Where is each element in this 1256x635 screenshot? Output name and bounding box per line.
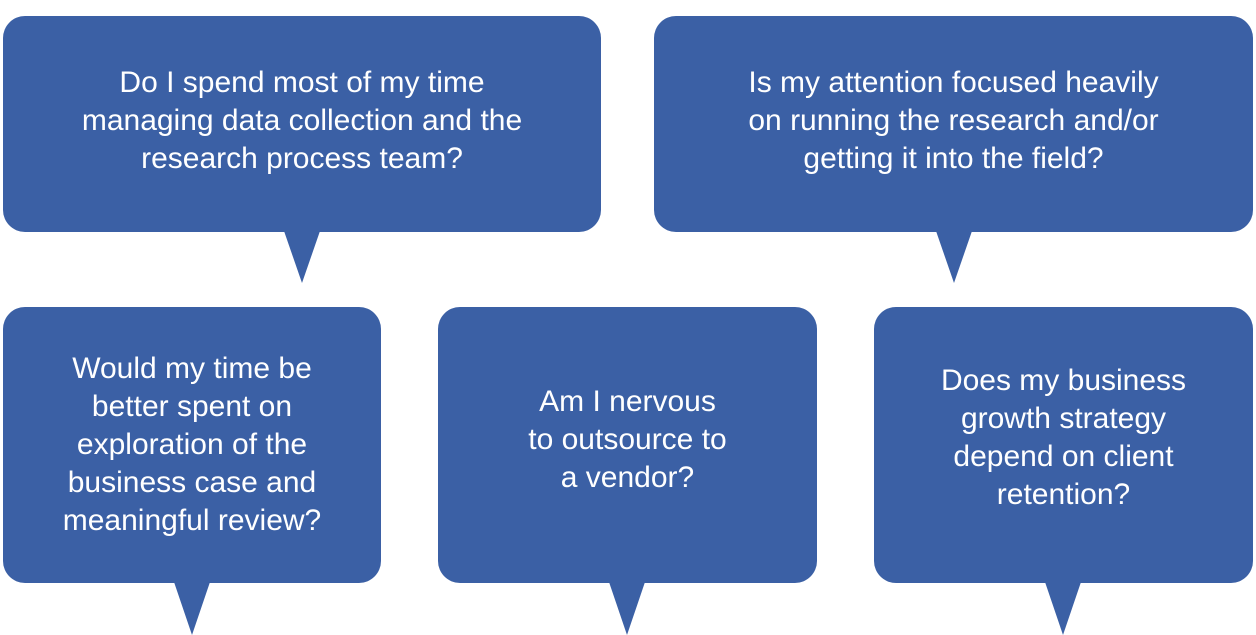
speech-bubble-tail xyxy=(174,582,210,635)
speech-bubble-tail xyxy=(1045,582,1081,635)
speech-bubble-tail xyxy=(936,231,972,283)
speech-bubble-data-collection: Do I spend most of my time managing data… xyxy=(3,16,601,232)
bubble-text: Does my business growth strategy depend … xyxy=(940,364,1187,511)
bubble-text: Would my time be better spent on explora… xyxy=(62,352,322,537)
bubble-text: Is my attention focused heavily on runni… xyxy=(748,66,1159,175)
speech-bubble-outsource-nervous: Am I nervous to outsource to a vendor? xyxy=(438,307,817,583)
speech-bubble-time-better-spent: Would my time be better spent on explora… xyxy=(3,307,381,583)
bubble-text: Do I spend most of my time managing data… xyxy=(81,66,523,175)
bubble-text: Am I nervous to outsource to a vendor? xyxy=(528,385,727,494)
speech-bubble-attention-focus: Is my attention focused heavily on runni… xyxy=(654,16,1253,232)
speech-bubble-client-retention: Does my business growth strategy depend … xyxy=(874,307,1253,583)
speech-bubble-tail xyxy=(284,231,320,283)
speech-bubble-tail xyxy=(609,582,645,635)
